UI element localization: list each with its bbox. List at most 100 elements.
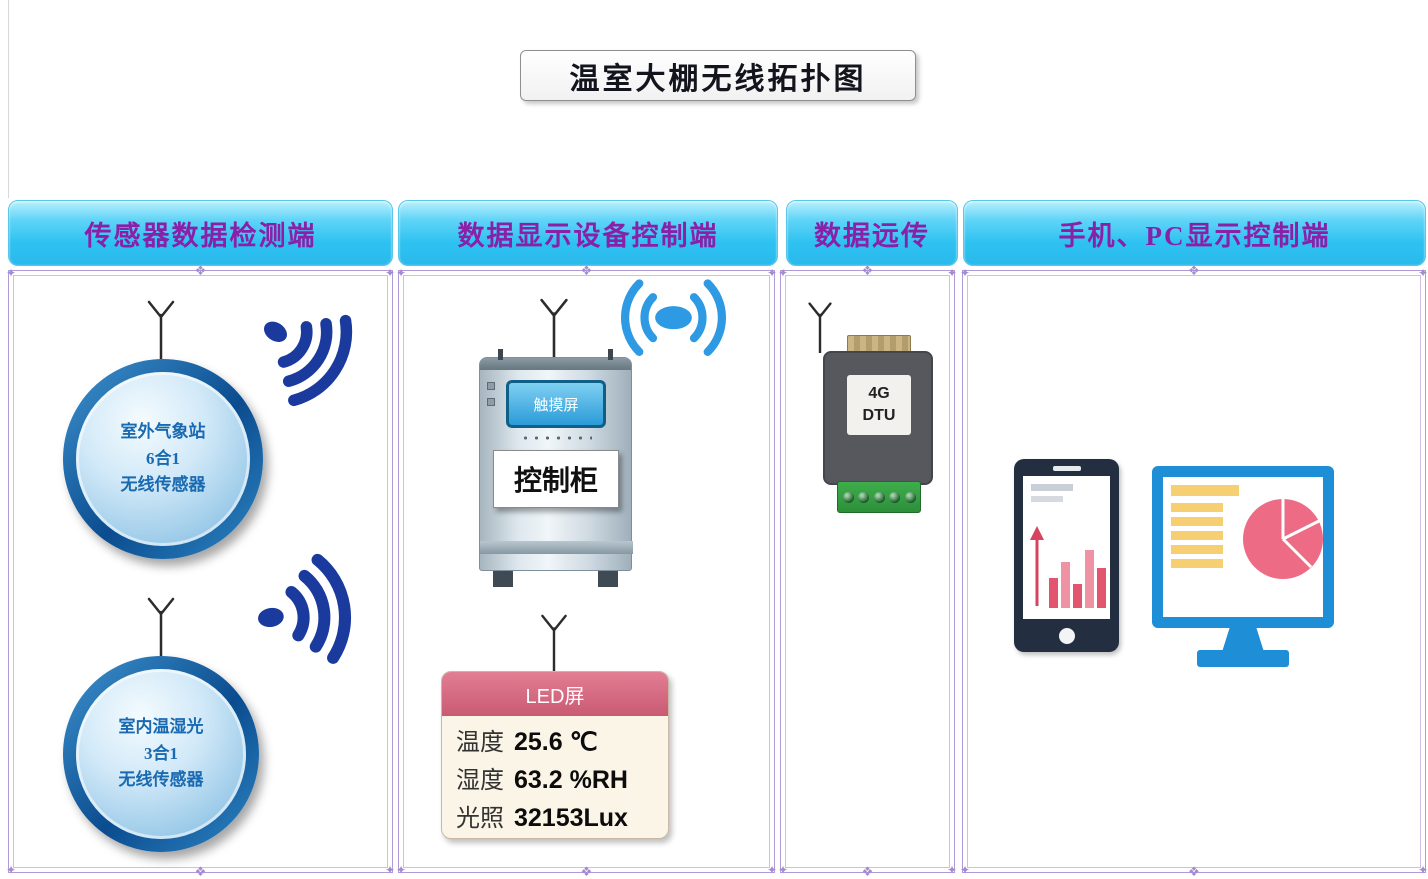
terminal-screw — [889, 491, 900, 503]
frame-ornament — [767, 862, 777, 878]
header-label: 传感器数据检测端 — [84, 220, 317, 251]
column-phone-pc — [962, 270, 1426, 873]
frame-ornament — [862, 864, 874, 879]
dtu-device: 4G DTU — [823, 351, 933, 485]
column-remote-transmission: 4G DTU — [780, 270, 955, 873]
antenna-icon — [540, 298, 568, 359]
terminal-screw — [842, 491, 854, 503]
monitor-stand-base — [1197, 650, 1289, 667]
sensor-node-outdoor: 室外气象站 6合1 无线传感器 — [63, 359, 263, 559]
led-display-panel: LED屏 温度 25.6 ℃ 湿度 63.2 %RH 光照 32153Lux — [441, 671, 669, 839]
cabinet-foot — [493, 571, 513, 587]
header-label: 数据远传 — [814, 220, 930, 251]
touch-screen: 触摸屏 — [506, 380, 606, 428]
led-row-value: 25.6 ℃ — [514, 728, 598, 756]
control-cabinet: 触摸屏 控制柜 — [479, 349, 633, 587]
dtu-label-line2: DTU — [862, 407, 896, 424]
frame-ornament — [396, 862, 406, 878]
cabinet-label-text: 控制柜 — [513, 466, 598, 497]
frame-ornament — [6, 265, 16, 281]
frame-ornament — [778, 265, 788, 281]
diagram-title-box: 温室大棚无线拓扑图 — [520, 50, 916, 101]
phone-speaker — [1052, 466, 1081, 471]
column-display-control: 触摸屏 控制柜 LED屏 温度 25.6 ℃ — [398, 270, 775, 873]
frame-ornament — [195, 263, 207, 279]
terminal-screw — [904, 491, 916, 503]
antenna-icon — [147, 597, 175, 656]
wifi-signal-icon — [263, 314, 353, 407]
led-row-label: 光照 — [456, 806, 504, 832]
frame-ornament — [947, 265, 957, 281]
cabinet-vent — [487, 382, 495, 390]
sensor-line: 室外气象站 — [120, 422, 206, 442]
terminal-screw — [858, 491, 869, 503]
phone-screen — [1023, 476, 1110, 619]
frame-ornament — [767, 265, 777, 281]
sensor-line: 无线传感器 — [118, 770, 204, 790]
sensor-line: 6合1 — [146, 448, 180, 468]
led-row-value: 63.2 %RH — [514, 766, 628, 794]
header-display-control: 数据显示设备控制端 — [398, 200, 778, 266]
led-readings: 温度 25.6 ℃ 湿度 63.2 %RH 光照 32153Lux — [442, 716, 668, 836]
frame-ornament — [396, 265, 406, 281]
antenna-icon — [147, 300, 175, 359]
cabinet-base-strip — [480, 541, 633, 554]
frame-ornament — [947, 862, 957, 878]
dtu-label-line1: 4G — [868, 385, 890, 403]
broadcast-icon — [620, 279, 727, 356]
frame-ornament — [960, 862, 970, 878]
frame-ornament — [1188, 263, 1200, 279]
led-row-light: 光照 32153Lux — [456, 798, 654, 836]
frame-ornament — [1418, 265, 1428, 281]
cabinet-label: 控制柜 — [493, 450, 619, 508]
frame-ornament — [195, 864, 207, 879]
header-phone-pc: 手机、PC显示控制端 — [963, 200, 1426, 266]
frame-ornament — [581, 864, 593, 879]
diagram-title: 温室大棚无线拓扑图 — [569, 62, 867, 96]
header-label: 数据显示设备控制端 — [457, 220, 719, 251]
led-row-label: 温度 — [456, 730, 504, 756]
led-panel-title: LED屏 — [525, 685, 585, 708]
frame-ornament — [6, 862, 16, 878]
cabinet-vent — [487, 398, 495, 406]
cabinet-body: 触摸屏 控制柜 — [479, 349, 633, 571]
frame-ornament — [778, 862, 788, 878]
header-remote-transmission: 数据远传 — [786, 200, 958, 266]
header-sensor-detection: 传感器数据检测端 — [8, 200, 393, 266]
monitor-dashboard-graphic — [1171, 485, 1323, 579]
sensor-line: 室内温湿光 — [118, 717, 204, 737]
cabinet-foot — [598, 571, 618, 587]
frame-ornament — [1418, 862, 1428, 878]
monitor-stand-neck — [1222, 628, 1264, 652]
antenna-icon — [541, 614, 567, 671]
monitor-screen — [1163, 477, 1323, 617]
sensor-line: 3合1 — [144, 743, 178, 763]
column-sensor-detection: 室外气象站 6合1 无线传感器 室内温湿光 3合1 无线传感器 — [8, 270, 393, 873]
frame-ornament — [385, 265, 395, 281]
sensor-node-indoor: 室内温湿光 3合1 无线传感器 — [63, 656, 259, 852]
dtu-terminal-block — [837, 481, 921, 513]
header-label: 手机、PC显示控制端 — [1058, 220, 1331, 251]
frame-ornament — [581, 263, 593, 279]
led-row-label: 湿度 — [456, 768, 504, 794]
led-row-value: 32153Lux — [514, 804, 628, 832]
cabinet-vents-dots — [520, 435, 592, 441]
terminal-screw — [873, 491, 885, 503]
frame-ornament — [960, 265, 970, 281]
wifi-signal-icon — [258, 553, 352, 664]
phone-home-button — [1058, 628, 1075, 644]
cabinet-knob — [498, 349, 503, 360]
frame-ornament — [1188, 864, 1200, 879]
led-row-temperature: 温度 25.6 ℃ — [456, 722, 654, 760]
page-edge-line — [8, 0, 9, 198]
cabinet-knob — [608, 349, 613, 360]
desktop-monitor-illustration — [1152, 466, 1334, 628]
dtu-label-plate: 4G DTU — [847, 375, 911, 435]
led-panel-header: LED屏 — [442, 672, 668, 716]
touch-screen-label: 触摸屏 — [533, 397, 579, 414]
frame-ornament — [862, 263, 874, 279]
antenna-icon — [808, 302, 832, 353]
frame-ornament — [385, 862, 395, 878]
sensor-line: 无线传感器 — [120, 475, 206, 495]
